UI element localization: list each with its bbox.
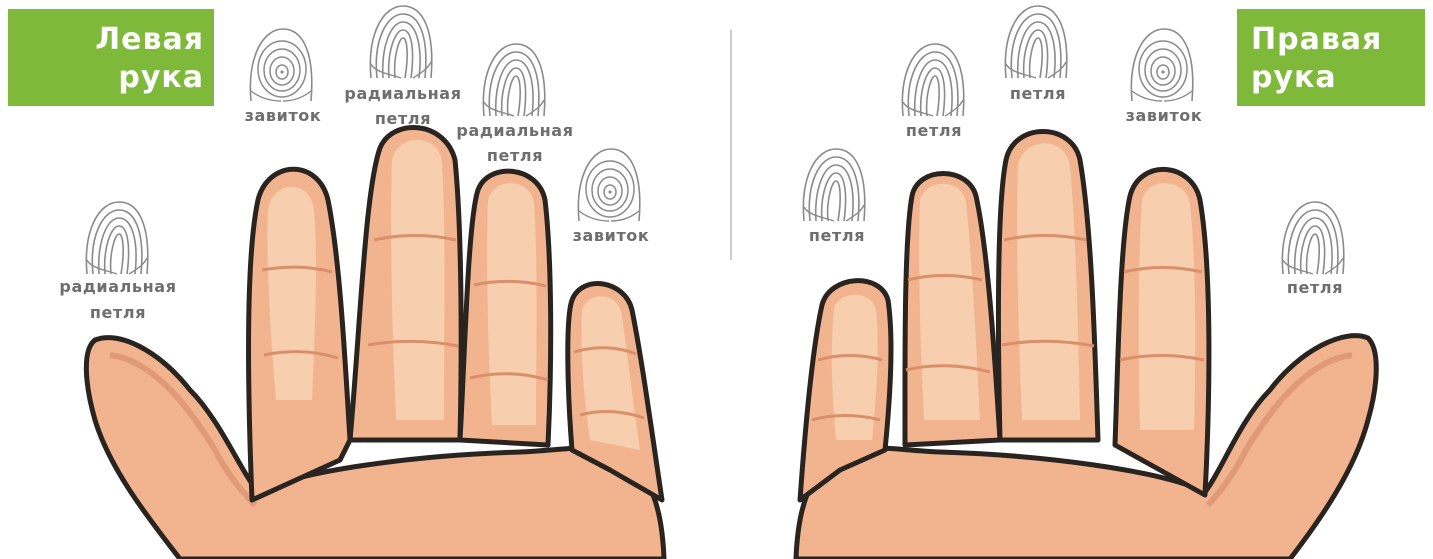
left-middle-label-1: радиальная: [344, 84, 461, 103]
left-middle-label-2: петля: [375, 109, 431, 128]
left-little-label-1: завиток: [573, 226, 650, 245]
left-thumb-print-icon: [86, 202, 147, 274]
left-ring-print-icon: [483, 44, 544, 116]
right-ring-print-icon: [902, 44, 963, 116]
right-thumb-label-1: петля: [1287, 278, 1343, 297]
left-ring-label-2: петля: [487, 146, 543, 165]
right-hand: [796, 132, 1376, 559]
left-thumb-label-1: радиальная: [59, 277, 176, 296]
right-ring-label-1: петля: [906, 121, 962, 140]
right-hand-title-badge: Правая рука: [1237, 9, 1425, 106]
left-hand: [86, 127, 664, 559]
left-index-label-1: завиток: [245, 106, 322, 125]
right-little-print-icon: [803, 149, 864, 221]
right-hand-title-line1: Правая: [1251, 21, 1425, 59]
left-middle-print-icon: [370, 6, 431, 78]
right-hand-title-line2: рука: [1251, 59, 1425, 97]
right-index-label-1: завиток: [1126, 106, 1203, 125]
left-index-print-icon: [250, 29, 311, 101]
right-thumb-print-icon: [1282, 202, 1343, 274]
left-hand-title-line1: Левая: [8, 21, 204, 59]
left-thumb-label-2: петля: [90, 303, 146, 322]
right-middle-label-1: петля: [1010, 84, 1066, 103]
left-hand-title-badge: Левая рука: [8, 9, 214, 106]
right-little-label-1: петля: [809, 226, 865, 245]
right-middle-print-icon: [1005, 6, 1066, 78]
right-index-print-icon: [1131, 29, 1192, 101]
left-ring-label-1: радиальная: [456, 121, 573, 140]
left-little-print-icon: [578, 149, 639, 221]
left-hand-title-line2: рука: [8, 59, 204, 97]
